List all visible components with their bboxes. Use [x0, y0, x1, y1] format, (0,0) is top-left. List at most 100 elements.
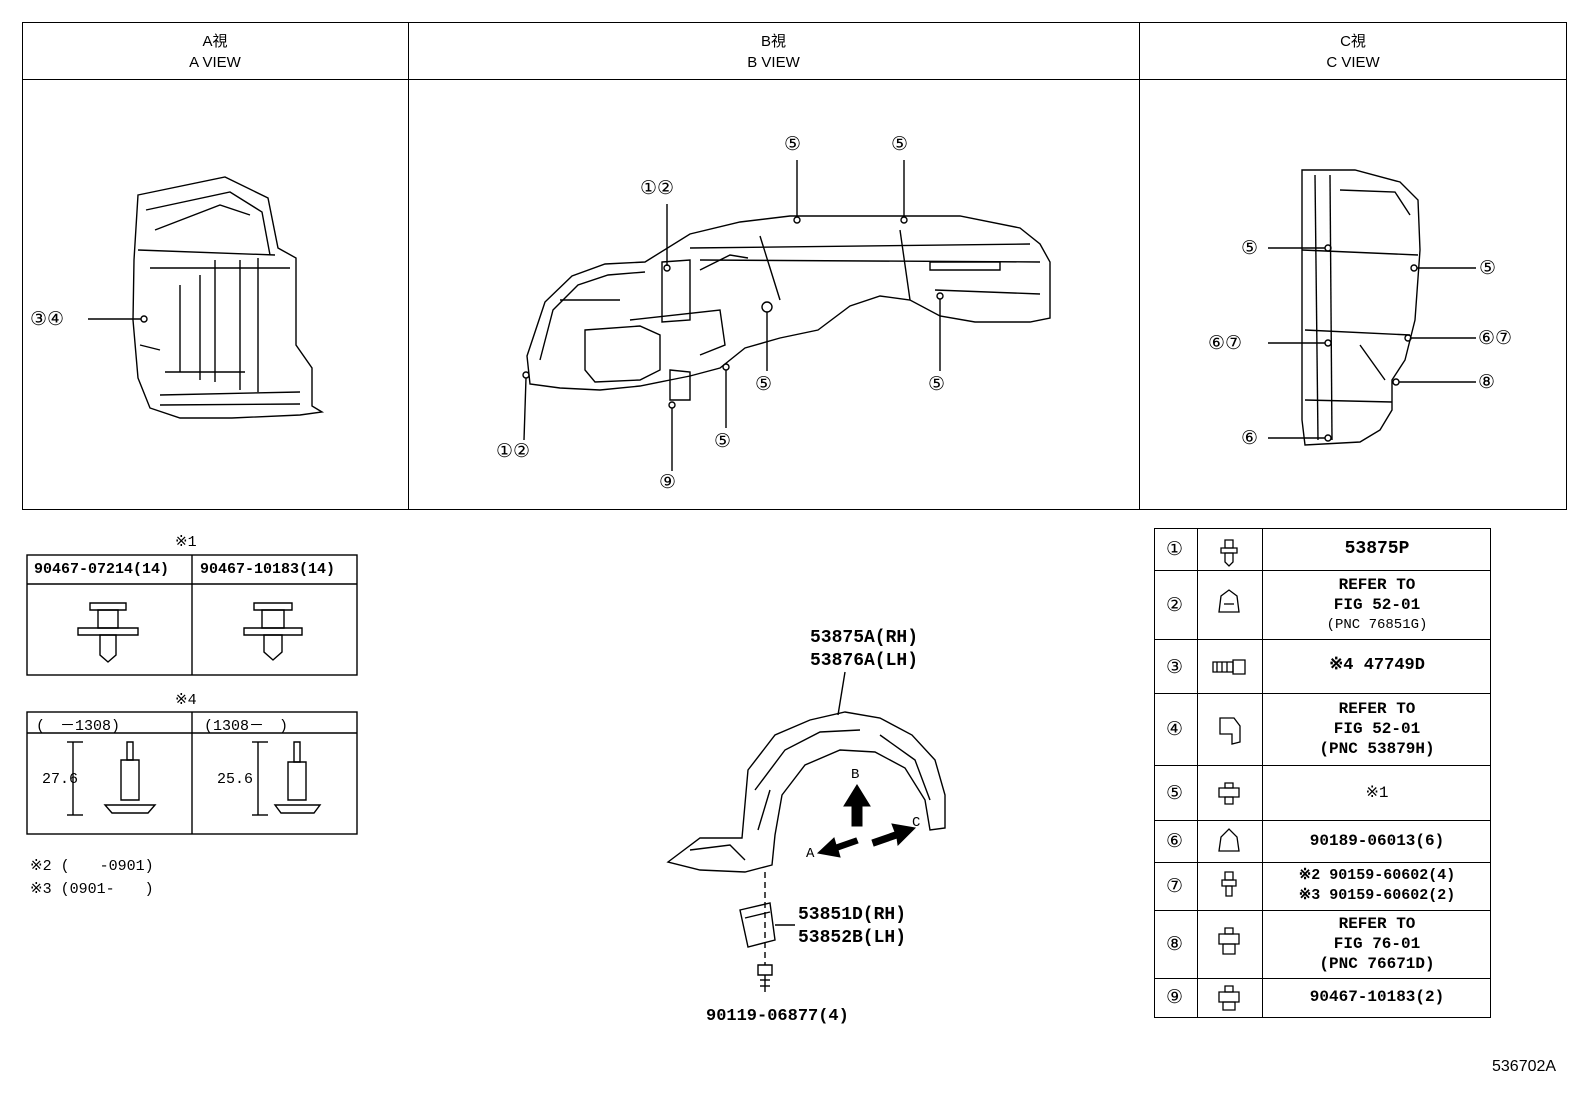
a-view-liner-drawing [88, 176, 325, 419]
nut-icon [1218, 828, 1240, 852]
c-view-header: C視 C VIEW [1139, 31, 1567, 73]
legend-row-divider [1154, 862, 1491, 863]
legend-row-divider [1154, 910, 1491, 911]
legend-desc-3: ※4 47749D [1264, 656, 1490, 676]
legend-desc-line: ※2 90159-60602(4) [1298, 867, 1456, 884]
legend-desc-line: FIG 76-01 [1333, 935, 1421, 953]
legend-num-6: ⑥ [1166, 830, 1184, 852]
clip-icon [1218, 782, 1240, 805]
bolt-icon [1221, 871, 1237, 897]
b-view-callout-5-a: ⑤ [784, 133, 802, 155]
b-view-callout-9: ⑨ [659, 471, 677, 493]
footnote-2: ※2 ( -0901) [30, 858, 154, 875]
legend-num-2: ② [1166, 594, 1184, 616]
note1-mark: ※1 [175, 534, 197, 551]
view-divider-bc [1139, 22, 1140, 510]
clip-icon [1220, 539, 1238, 567]
legend-row-divider [1154, 639, 1491, 640]
a-view-title-jp: A視 [202, 33, 228, 50]
legend-desc-line: 53875P [1344, 539, 1410, 559]
footnote-3: ※3 (0901- ) [30, 881, 154, 898]
legend-row-divider [1154, 820, 1491, 821]
b-view-title: B VIEW [747, 54, 800, 71]
a-view-title: A VIEW [189, 54, 241, 71]
pnc-lh-label: 53876A(LH) [810, 651, 919, 671]
legend-desc-5: ※1 [1264, 783, 1490, 803]
legend-desc-line: REFER TO [1338, 576, 1416, 594]
legend-desc-line: ※4 47749D [1329, 656, 1425, 675]
note4-header-2: (1308－ ) [204, 718, 289, 735]
legend-num-8: ⑧ [1166, 933, 1184, 955]
bolt-label: 90119-06877(4) [706, 1007, 849, 1026]
pnc-rh-label: 53875A(RH) [810, 628, 919, 648]
legend-desc-8: REFER TO FIG 76-01 (PNC 76671D) [1264, 914, 1490, 974]
b-view-callout-5-d: ⑤ [928, 373, 946, 395]
main-liner-drawing [666, 671, 946, 992]
bracket-icon [1219, 717, 1241, 745]
bracket-rh-label: 53851D(RH) [798, 905, 907, 925]
direction-arrows [816, 784, 917, 858]
view-panel-frame [22, 22, 1567, 510]
note1-header-2: 90467-10183(14) [200, 561, 336, 578]
arrow-b-label: B [851, 767, 860, 783]
view-header-divider [22, 79, 1567, 80]
legend-desc-line: 90189-06013(6) [1309, 832, 1445, 850]
b-view-callout-1-2-top: ①② [640, 177, 675, 199]
note1-header-1: 90467-07214(14) [34, 561, 170, 578]
legend-num-7: ⑦ [1166, 875, 1184, 897]
legend-row-divider [1154, 570, 1491, 571]
legend-col-divider-1 [1197, 528, 1198, 1018]
legend-num-4: ④ [1166, 718, 1184, 740]
b-view-callout-1-2-bottom: ①② [496, 440, 531, 462]
legend-desc-7: ※2 90159-60602(4) ※3 90159-60602(2) [1264, 866, 1490, 906]
b-view-header: B視 B VIEW [408, 31, 1139, 73]
clip-icon [1218, 985, 1240, 1011]
bracket-lh-label: 53852B(LH) [798, 928, 907, 948]
view-divider-ab [408, 22, 409, 510]
c-view-callout-6-7-left: ⑥⑦ [1208, 332, 1243, 354]
legend-desc-2: REFER TO FIG 52-01 (PNC 76851G) [1264, 575, 1490, 635]
legend-table [1154, 528, 1491, 1018]
legend-desc-line: ※1 [1365, 784, 1389, 802]
note4-dim-2: 25.6 [217, 771, 254, 788]
b-view-liner-drawing [522, 160, 1051, 471]
legend-desc-line: REFER TO [1338, 700, 1416, 718]
b-view-callout-5-e: ⑤ [714, 430, 732, 452]
legend-num-1: ① [1166, 538, 1184, 560]
legend-desc-line: (PNC 53879H) [1319, 740, 1435, 758]
arrow-a-label: A [806, 846, 815, 862]
b-view-callout-5-c: ⑤ [755, 373, 773, 395]
c-view-callout-6: ⑥ [1241, 427, 1259, 449]
clip-icon [1218, 927, 1240, 955]
c-view-title: C VIEW [1326, 54, 1380, 71]
c-view-liner-drawing [1268, 169, 1476, 446]
note4-dim-1: 27.6 [42, 771, 79, 788]
legend-num-5: ⑤ [1166, 782, 1184, 804]
c-view-callout-5-left: ⑤ [1241, 237, 1259, 259]
note4-header-1: ( －1308) [36, 718, 121, 735]
note4-mark: ※4 [175, 692, 197, 709]
legend-row-divider [1154, 765, 1491, 766]
c-view-callout-6-7-right: ⑥⑦ [1478, 327, 1513, 349]
c-view-title-jp: C視 [1340, 33, 1366, 50]
legend-desc-line: REFER TO [1338, 915, 1416, 933]
b-view-callout-5-b: ⑤ [891, 133, 909, 155]
a-view-callout-3-4: ③④ [30, 308, 65, 330]
legend-desc-1: 53875P [1264, 539, 1490, 559]
legend-num-9: ⑨ [1166, 986, 1184, 1008]
screw-icon [1212, 659, 1246, 675]
legend-col-divider-2 [1262, 528, 1263, 1018]
arrow-c-label: C [912, 815, 921, 831]
legend-desc-6: 90189-06013(6) [1264, 831, 1490, 851]
legend-desc-line: FIG 52-01 [1333, 596, 1421, 614]
c-view-callout-8: ⑧ [1478, 371, 1496, 393]
legend-desc-4: REFER TO FIG 52-01 (PNC 53879H) [1264, 699, 1490, 759]
legend-desc-line: (PNC 76851G) [1326, 617, 1428, 633]
legend-desc-line: (PNC 76671D) [1319, 955, 1435, 973]
legend-desc-9: 90467-10183(2) [1264, 987, 1490, 1007]
legend-desc-line: ※3 90159-60602(2) [1298, 887, 1456, 904]
legend-row-divider [1154, 693, 1491, 694]
a-view-header: A視 A VIEW [22, 31, 408, 73]
